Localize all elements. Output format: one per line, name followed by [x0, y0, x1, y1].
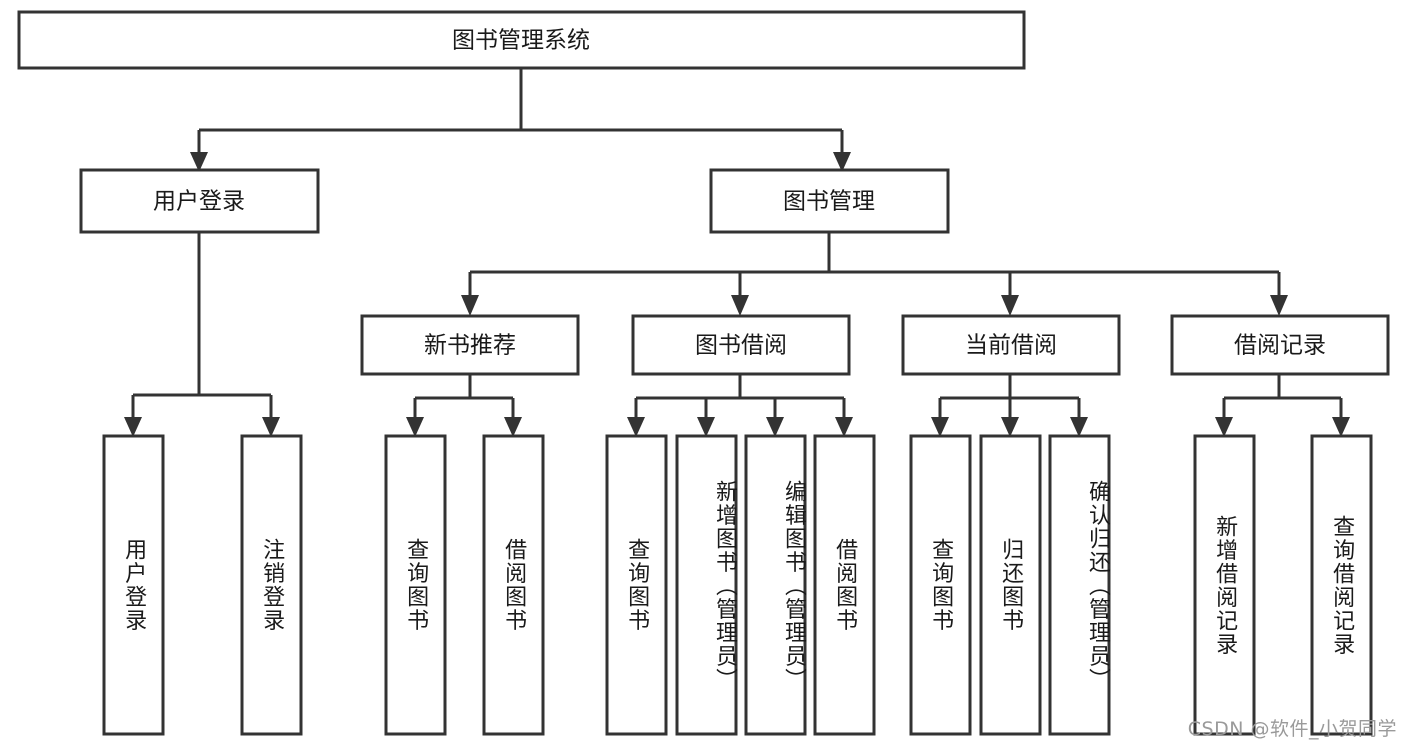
- node-leaf-edit-book[interactable]: [744, 434, 807, 736]
- arrow-head-icon: [262, 417, 280, 437]
- arrow-head-icon: [835, 417, 853, 437]
- arrow-head-icon: [1001, 295, 1019, 316]
- arrow-head-icon: [406, 417, 424, 437]
- arrow-head-icon: [1070, 417, 1088, 437]
- node-leaf-user-logout[interactable]: [240, 434, 303, 736]
- node-leaf-query-record[interactable]: [1310, 434, 1373, 736]
- node-book-manage-label: 图书管理: [783, 189, 875, 215]
- arrow-head-icon: [731, 295, 749, 316]
- connector-newbook-to-leaves: [406, 374, 522, 437]
- node-leaf-borrow-book[interactable]: [813, 434, 876, 736]
- connector-userlogin-to-leaves: [124, 232, 280, 437]
- node-leaf-return-book[interactable]: [979, 434, 1042, 736]
- node-leaf-add-record[interactable]: [1193, 434, 1256, 736]
- node-leaf-user-login[interactable]: [102, 434, 165, 736]
- connector-bookborrow-to-leaves: [627, 374, 853, 437]
- node-root-label: 图书管理系统: [452, 28, 590, 54]
- node-borrow-record-label: 借阅记录: [1234, 333, 1326, 359]
- connector-bookmanage-to-level3: [461, 232, 1288, 316]
- node-user-login[interactable]: 用户登录: [79, 168, 320, 234]
- node-leaf-query-book-current[interactable]: [909, 434, 972, 736]
- arrow-head-icon: [766, 417, 784, 437]
- arrow-head-icon: [1001, 417, 1019, 437]
- node-leaf-add-book[interactable]: [675, 434, 738, 736]
- arrow-head-icon: [461, 295, 479, 316]
- node-new-book-rec-label: 新书推荐: [424, 333, 516, 359]
- node-book-borrow-label: 图书借阅: [695, 333, 787, 359]
- arrow-head-icon: [627, 417, 645, 437]
- connector-borrowrecord-to-leaves: [1215, 374, 1350, 437]
- node-root[interactable]: 图书管理系统: [17, 10, 1026, 70]
- node-new-book-rec[interactable]: 新书推荐: [360, 314, 580, 376]
- arrow-head-icon: [833, 152, 851, 172]
- node-book-borrow[interactable]: 图书借阅: [631, 314, 851, 376]
- watermark: CSDN @软件_小贺同学: [1187, 718, 1397, 740]
- arrow-head-icon: [1332, 417, 1350, 437]
- node-leaf-query-book-borrow[interactable]: [605, 434, 668, 736]
- connector-currentborrow-to-leaves: [931, 374, 1088, 437]
- node-leaf-confirm-return[interactable]: [1048, 434, 1111, 736]
- connector-root-to-level2: [190, 68, 851, 172]
- arrow-head-icon: [931, 417, 949, 437]
- node-leaf-borrow-book-rec[interactable]: [482, 434, 545, 736]
- arrow-head-icon: [1270, 295, 1288, 316]
- arrow-head-icon: [124, 417, 142, 437]
- node-borrow-record[interactable]: 借阅记录: [1170, 314, 1390, 376]
- node-book-manage[interactable]: 图书管理: [709, 168, 950, 234]
- arrow-head-icon: [1215, 417, 1233, 437]
- node-leaf-query-book-rec[interactable]: [384, 434, 447, 736]
- arrow-head-icon: [504, 417, 522, 437]
- arrow-head-icon: [190, 152, 208, 172]
- node-current-borrow[interactable]: 当前借阅: [901, 314, 1121, 376]
- node-current-borrow-label: 当前借阅: [965, 333, 1057, 359]
- node-user-login-label: 用户登录: [153, 189, 245, 215]
- arrow-head-icon: [697, 417, 715, 437]
